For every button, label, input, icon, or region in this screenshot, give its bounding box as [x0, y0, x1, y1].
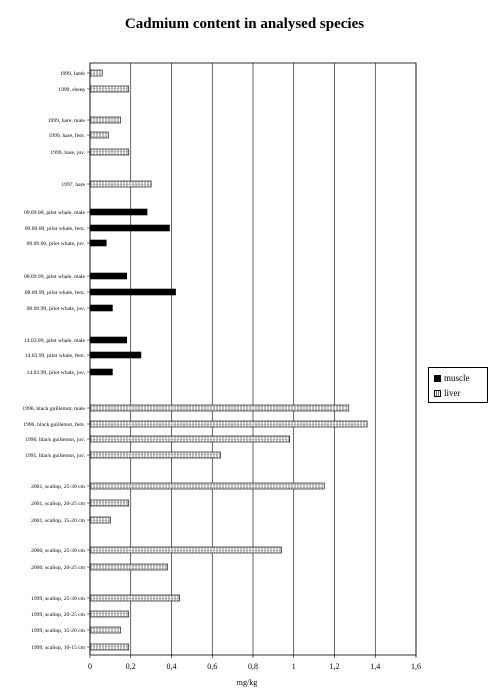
category-label: 1996, black guillemot, fem.: [23, 421, 85, 428]
x-tick-label: 0,4: [167, 662, 177, 671]
x-axis-title: mg/kg: [237, 678, 257, 687]
category-label: 1999, lamb: [60, 71, 85, 77]
bar-liver: [89, 594, 180, 602]
category-label: 08.09.99, pilot whale, fem.: [25, 289, 86, 296]
bar-liver: [89, 626, 121, 634]
category-label: 1999, hare, male: [48, 118, 86, 124]
bar-liver: [89, 116, 121, 124]
category-label: 1996, black guillemot, juv.: [25, 437, 86, 443]
bar-liver: [89, 643, 130, 651]
bar-liver: [89, 420, 368, 428]
category-label: 1999, hare, juv.: [50, 150, 85, 156]
legend-label-muscle: muscle: [444, 373, 470, 383]
x-tick-label: 1,6: [411, 662, 421, 671]
category-label: 1999, hare, fem.: [48, 132, 85, 139]
legend-label-liver: liver: [444, 388, 461, 398]
category-label: 1999, scallop, 10-15 cm: [31, 645, 86, 651]
x-tick-label: 0: [88, 662, 92, 671]
legend-swatch-muscle: [434, 375, 441, 383]
category-label: 1999, scallop, 15-20 cm: [31, 628, 86, 634]
legend: muscle liver: [428, 367, 488, 403]
category-label: 09.09.00, pilot whale, fem.: [25, 225, 86, 232]
bar-muscle: [89, 304, 113, 312]
bar-liver: [89, 499, 130, 507]
category-label: 2001, scallop, 15-20 cm: [31, 518, 86, 524]
category-label: 1996, black guillemot, male: [22, 406, 85, 412]
bar-liver: [89, 451, 221, 459]
bar-liver: [89, 180, 152, 188]
category-label: 1997, hare: [61, 182, 85, 188]
category-label: 2000, scallop, 25-30 cm: [31, 548, 86, 554]
category-label: 1999, scallop, 25-30 cm: [31, 596, 86, 602]
bar-muscle: [89, 239, 107, 247]
bar-liver: [89, 131, 109, 139]
bar-liver: [89, 148, 130, 156]
x-tick-label: 0,2: [126, 662, 136, 671]
legend-item-liver: liver: [434, 387, 461, 399]
category-label: 2001, scallop, 25-30 cm: [31, 484, 86, 490]
category-label: 14.03.99, pilot whale, male: [24, 338, 86, 344]
bar-muscle: [89, 351, 142, 359]
bar-liver: [89, 435, 290, 443]
bar-liver: [89, 69, 103, 77]
bar-liver: [89, 563, 168, 571]
bar-muscle: [89, 336, 127, 344]
category-label: 14.03.99, pilot whale, fem.: [25, 352, 86, 359]
bar-liver: [89, 610, 130, 618]
x-tick-label: 1: [292, 662, 296, 671]
bar-muscle: [89, 368, 113, 376]
legend-swatch-liver: [434, 390, 441, 398]
bar-liver: [89, 516, 111, 524]
category-label: 09.09.00, pilot whale, male: [24, 210, 86, 216]
bar-liver: [89, 546, 282, 554]
category-label: 1999, scallop, 20-25 cm: [31, 612, 86, 618]
bar-muscle: [89, 208, 148, 216]
category-label: 08.09.99, pilot whale, male: [24, 274, 86, 280]
bar-liver: [89, 85, 130, 93]
category-label: 2001, scallop, 20-25 cm: [31, 501, 86, 507]
plot-area-frame: [89, 62, 417, 656]
bar-muscle: [89, 272, 127, 280]
bar-muscle: [89, 288, 176, 296]
category-label: 09.09.00, pilot whale, juv.: [27, 241, 86, 247]
legend-item-muscle: muscle: [434, 372, 470, 384]
category-label: 14.03.99, pilot whale, juv.: [27, 370, 86, 376]
x-tick-label: 0,6: [207, 662, 217, 671]
bar-muscle: [89, 224, 170, 232]
x-tick-label: 0,8: [248, 662, 258, 671]
category-label: 1999, sheep: [58, 87, 85, 93]
bar-liver: [89, 404, 350, 412]
chart-title: Cadmium content in analysed species: [124, 16, 365, 32]
category-label: 2000, scallop, 20-25 cm: [31, 565, 86, 571]
x-tick-label: 1,4: [370, 662, 380, 671]
category-label: 1995, black guillemot, juv.: [25, 453, 86, 459]
x-tick-label: 1,2: [330, 662, 340, 671]
category-label: 08.09.99, pilot whale, juv.: [27, 306, 86, 312]
bar-liver: [89, 482, 325, 490]
